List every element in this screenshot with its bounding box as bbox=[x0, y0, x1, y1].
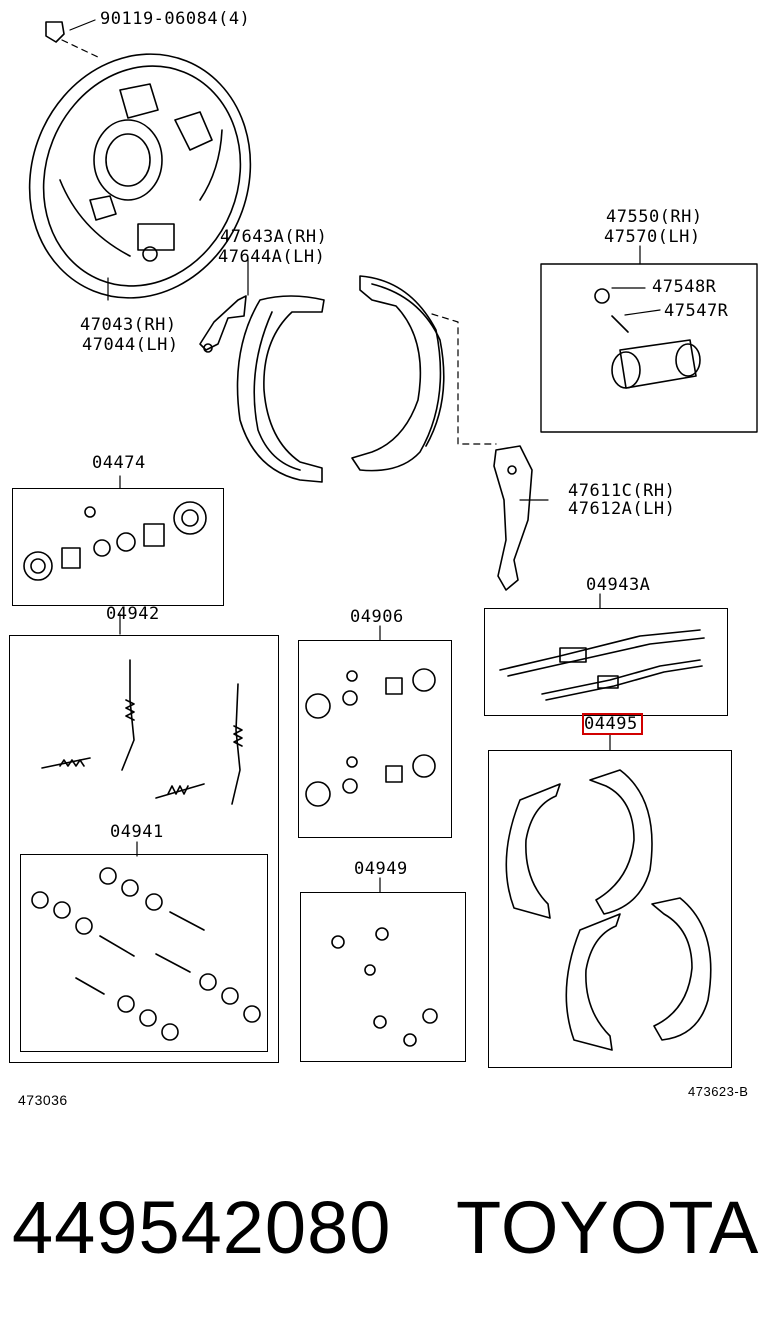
ref-right: 473623-B bbox=[688, 1084, 749, 1099]
kit-04942-box bbox=[9, 635, 279, 1063]
label-kit-04949: 04949 bbox=[354, 859, 408, 879]
label-plate-lh: 47044(LH) bbox=[82, 335, 179, 355]
label-kit-04942: 04942 bbox=[106, 604, 160, 624]
label-lever-lh: 47644A(LH) bbox=[218, 247, 326, 267]
kit-04495-shoe-set bbox=[505, 769, 712, 1051]
lever-47643a-drawing bbox=[199, 295, 247, 353]
label-kit-04943a: 04943A bbox=[586, 575, 651, 595]
leader-lines bbox=[61, 19, 661, 893]
label-kit-04906: 04906 bbox=[350, 607, 404, 627]
label-kit-04474: 04474 bbox=[92, 453, 146, 473]
kit-04942-springs bbox=[41, 659, 243, 805]
kit-04941-parts bbox=[31, 867, 261, 1041]
kit-04474-box bbox=[12, 488, 224, 606]
label-plate-rh: 47043(RH) bbox=[80, 315, 177, 335]
backing-plate-drawing bbox=[28, 21, 252, 299]
part-number: 449542080 bbox=[12, 1186, 392, 1269]
kit-04474-parts bbox=[23, 501, 207, 581]
kit-04943a-box bbox=[484, 608, 728, 716]
label-lever-rh: 47643A(RH) bbox=[220, 227, 328, 247]
label-cylinder-rh: 47550(RH) bbox=[606, 207, 703, 227]
highlight-box bbox=[582, 713, 643, 735]
exploded-parts-diagram bbox=[23, 19, 758, 1051]
kit-04943a-adjusters bbox=[499, 629, 705, 701]
label-cylinder-lh: 47570(LH) bbox=[604, 227, 701, 247]
label-kit-04941: 04941 bbox=[110, 822, 164, 842]
kit-04906-parts bbox=[305, 668, 436, 807]
kit-04495-box bbox=[488, 750, 732, 1068]
wheel-cylinder-drawing bbox=[540, 263, 758, 433]
brand: TOYOTA bbox=[456, 1186, 760, 1269]
label-bolt: 90119-06084(4) bbox=[100, 9, 251, 29]
label-lever2-rh: 47611C(RH) bbox=[568, 481, 676, 501]
ref-left: 473036 bbox=[18, 1092, 68, 1108]
brake-shoes-drawing bbox=[236, 275, 445, 483]
label-bleeder: 47547R bbox=[664, 301, 729, 321]
kit-04941-box bbox=[20, 854, 268, 1052]
label-kit-04495: 04495 bbox=[584, 714, 638, 734]
kit-04906-box bbox=[298, 640, 452, 838]
kit-04949-parts bbox=[331, 927, 438, 1047]
adjuster-lever-drawing bbox=[493, 445, 533, 591]
kit-04949-box bbox=[300, 892, 466, 1062]
label-cap: 47548R bbox=[652, 277, 717, 297]
label-lever2-lh: 47612A(LH) bbox=[568, 499, 676, 519]
